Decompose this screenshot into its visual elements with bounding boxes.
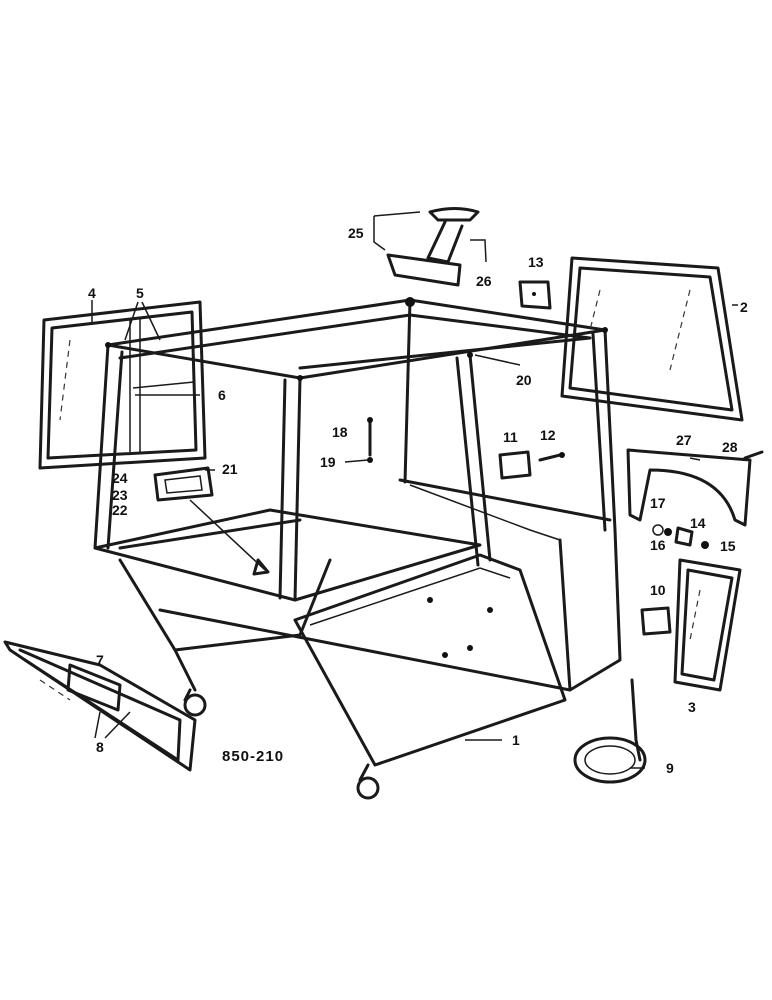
rear-window-2 [560,256,744,422]
figure-code: 850-210 [222,748,284,765]
leader-lines [91,300,738,769]
callout-11: 11 [503,429,518,445]
hardware-14-17 [652,524,709,549]
callout-14: 14 [690,515,706,531]
callout-1: 1 [512,732,520,748]
callout-2: 2 [740,299,748,315]
callout-27: 27 [676,432,692,448]
callout-13: 13 [528,254,544,270]
callout-6: 6 [218,387,226,403]
callout-18: 18 [332,424,348,440]
grab-handle-18 [367,417,373,463]
callout-21: 21 [222,461,238,477]
callout-22: 22 [112,502,128,518]
callout-24: 24 [112,470,128,486]
side-window-4 [38,300,207,470]
callout-5: 5 [136,285,144,301]
callout-16: 16 [650,537,666,553]
seal-roll-9 [573,678,647,784]
callout-25: 25 [348,225,364,241]
callout-10: 10 [650,582,666,598]
callout-12: 12 [540,427,556,443]
callout-labels: 1 2 3 4 5 6 7 8 9 10 11 12 13 14 15 16 1… [88,225,748,776]
hatch-window-7 [3,640,197,772]
callout-8: 8 [96,739,104,755]
hinge-10 [640,606,672,636]
callout-19: 19 [320,454,336,470]
bracket-13 [518,280,552,310]
callout-17: 17 [650,495,666,511]
callout-15: 15 [720,538,736,554]
door-latch-11 [498,450,565,480]
callout-7: 7 [96,652,104,668]
callout-28: 28 [722,439,738,455]
door-window-3 [673,558,742,692]
callout-9: 9 [666,760,674,776]
callout-20: 20 [516,372,532,388]
fender-27 [626,448,764,527]
callout-3: 3 [688,699,696,715]
callout-23: 23 [112,487,128,503]
mirror-assembly [373,207,487,287]
callout-4: 4 [88,285,96,301]
cab-frame [93,297,622,800]
callout-26: 26 [476,273,492,289]
work-light-assembly [153,466,270,576]
